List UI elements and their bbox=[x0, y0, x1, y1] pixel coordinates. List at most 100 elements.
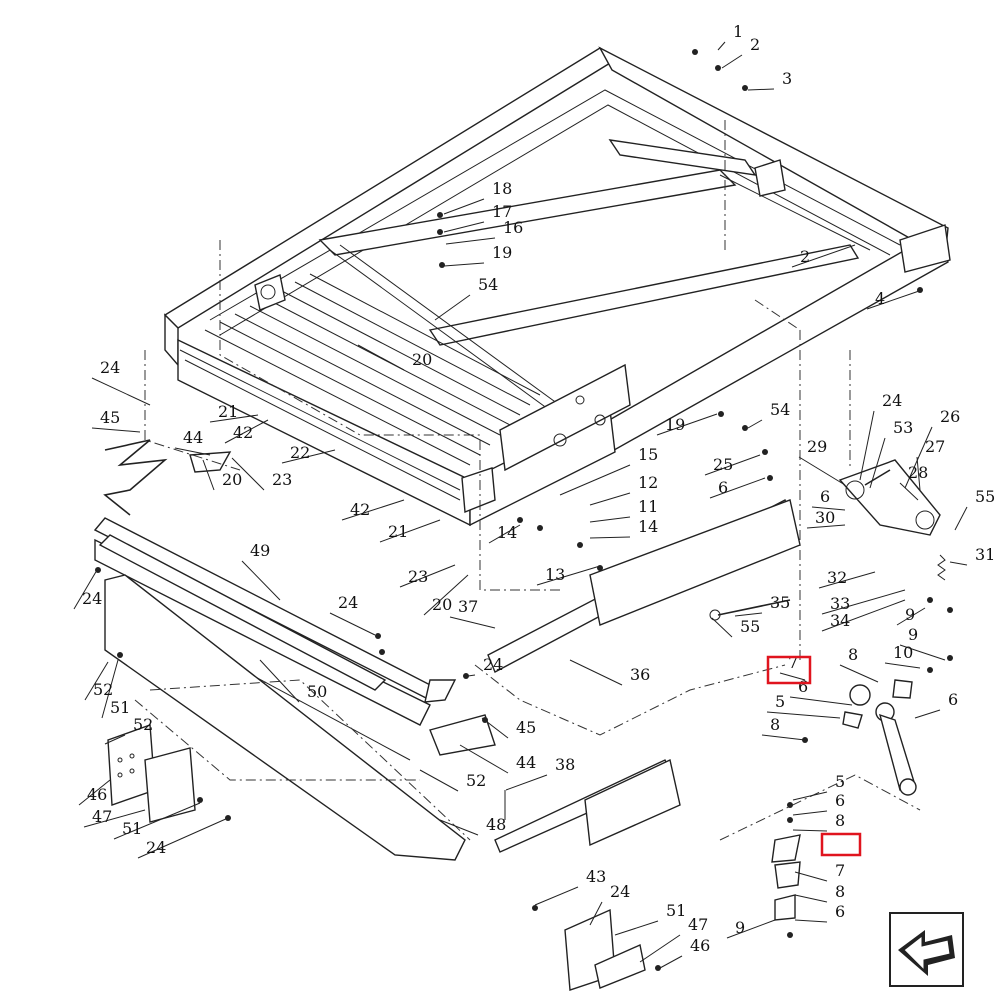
callout-labels: 1232418171619542024454421422223204221151… bbox=[82, 22, 995, 955]
leader-lines bbox=[73, 41, 968, 969]
callout-label-6: 6 bbox=[835, 791, 845, 810]
callout-leader bbox=[614, 920, 659, 936]
callout-label-52: 52 bbox=[466, 771, 486, 790]
callout-leader bbox=[443, 198, 485, 215]
callout-label-51: 51 bbox=[122, 819, 142, 838]
callout-label-31: 31 bbox=[975, 545, 995, 564]
callout-leader bbox=[884, 662, 921, 669]
callout-label-35: 35 bbox=[770, 593, 790, 612]
callout-leader bbox=[792, 791, 828, 801]
callout-label-48: 48 bbox=[486, 815, 506, 834]
callout-leader bbox=[83, 809, 146, 828]
callout-leader bbox=[91, 377, 151, 406]
callout-leader bbox=[794, 871, 828, 882]
callout-label-21: 21 bbox=[388, 522, 408, 541]
callout-leader bbox=[481, 717, 509, 739]
callout-leader bbox=[866, 289, 923, 310]
callout-leader bbox=[101, 659, 119, 719]
callout-label-45: 45 bbox=[100, 408, 120, 427]
callout-label-6: 6 bbox=[948, 690, 958, 709]
callout-label-53: 53 bbox=[893, 418, 913, 437]
callout-label-8: 8 bbox=[835, 811, 845, 830]
callout-label-24: 24 bbox=[100, 358, 120, 377]
callout-leader bbox=[639, 934, 681, 963]
callout-label-33: 33 bbox=[830, 594, 850, 613]
callout-label-36: 36 bbox=[630, 665, 650, 684]
callout-leader bbox=[379, 519, 441, 543]
callout-leader bbox=[798, 456, 846, 486]
callout-leader bbox=[818, 571, 876, 589]
callout-leader bbox=[869, 437, 886, 489]
callout-leader bbox=[423, 574, 469, 616]
callout-label-46: 46 bbox=[87, 785, 107, 804]
callout-leader bbox=[73, 569, 98, 610]
callout-leader bbox=[589, 901, 603, 926]
callout-leader bbox=[174, 447, 211, 456]
callout-label-42: 42 bbox=[350, 500, 370, 519]
callout-leader bbox=[329, 612, 376, 636]
callout-label-52: 52 bbox=[133, 715, 153, 734]
callout-leader bbox=[559, 464, 631, 496]
callout-leader bbox=[459, 744, 509, 774]
main-frame bbox=[163, 46, 951, 527]
callout-leader bbox=[536, 565, 601, 586]
callout-leader bbox=[904, 426, 933, 489]
callout-leader bbox=[241, 560, 281, 601]
callout-leader bbox=[791, 244, 856, 268]
callout-label-1: 1 bbox=[733, 22, 743, 41]
callout-leader bbox=[656, 413, 718, 436]
callout-label-6: 6 bbox=[718, 478, 728, 497]
callout-leader bbox=[569, 659, 623, 686]
callout-label-24: 24 bbox=[483, 655, 503, 674]
callout-leader bbox=[916, 456, 921, 491]
callout-label-45: 45 bbox=[516, 718, 536, 737]
callout-leader bbox=[341, 499, 405, 521]
callout-label-54: 54 bbox=[770, 400, 790, 419]
callout-label-18: 18 bbox=[492, 179, 512, 198]
callout-leader bbox=[589, 516, 631, 523]
callout-label-23: 23 bbox=[408, 567, 428, 586]
callout-label-49: 49 bbox=[250, 541, 270, 560]
callout-leader bbox=[954, 506, 968, 531]
callout-label-19: 19 bbox=[492, 243, 512, 262]
callout-label-24: 24 bbox=[338, 593, 358, 612]
callout-leader bbox=[505, 774, 548, 791]
callout-leader bbox=[821, 589, 906, 615]
callout-label-27: 27 bbox=[925, 437, 945, 456]
callout-leader bbox=[747, 88, 775, 91]
callout-leader bbox=[711, 617, 733, 638]
callout-label-24: 24 bbox=[610, 882, 630, 901]
callout-leader bbox=[761, 734, 806, 741]
callout-label-51: 51 bbox=[110, 698, 130, 717]
callout-label-50: 50 bbox=[307, 682, 327, 701]
navigation-arrow-icon[interactable] bbox=[889, 912, 964, 987]
callout-label-7: 7 bbox=[788, 653, 798, 672]
callout-label-24: 24 bbox=[882, 391, 902, 410]
callout-leader bbox=[419, 769, 459, 792]
callout-leader bbox=[78, 779, 111, 806]
callout-leader bbox=[467, 674, 476, 677]
callout-label-8: 8 bbox=[848, 645, 858, 664]
callout-label-9: 9 bbox=[905, 605, 915, 624]
callout-leader bbox=[443, 262, 485, 267]
callout-leader bbox=[357, 344, 405, 371]
callout-leader bbox=[589, 492, 631, 506]
callout-leader bbox=[721, 54, 743, 69]
callout-leader bbox=[747, 419, 763, 429]
center-lines bbox=[134, 120, 921, 841]
callout-label-55: 55 bbox=[740, 617, 760, 636]
callout-label-17: 17 bbox=[492, 202, 512, 221]
floor-slats bbox=[204, 273, 541, 466]
callout-leader bbox=[91, 427, 141, 433]
callout-label-9: 9 bbox=[735, 918, 745, 937]
callout-label-9: 9 bbox=[908, 625, 918, 644]
callout-label-29: 29 bbox=[807, 437, 827, 456]
callout-label-44: 44 bbox=[183, 428, 203, 447]
callout-label-34: 34 bbox=[830, 611, 850, 630]
callout-leader bbox=[439, 819, 479, 836]
callout-leader bbox=[84, 661, 109, 701]
callout-leader bbox=[806, 524, 846, 529]
callout-label-15: 15 bbox=[638, 445, 658, 464]
callout-label-24: 24 bbox=[82, 589, 102, 608]
